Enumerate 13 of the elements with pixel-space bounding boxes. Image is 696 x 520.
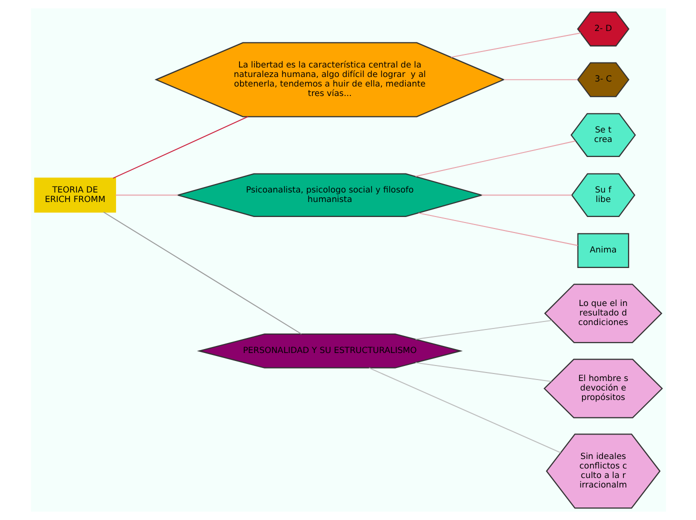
- connector: [450, 32, 581, 58]
- connector: [418, 212, 578, 246]
- connector: [414, 362, 552, 382]
- connector: [114, 194, 178, 196]
- connector: [102, 212, 302, 334]
- connector: [502, 79, 578, 80]
- connector: [414, 320, 552, 340]
- connector: [368, 367, 561, 454]
- node-box: TEORIA DE ERICH FROMM: [34, 178, 116, 213]
- connector: [414, 140, 576, 177]
- connector: [112, 116, 248, 179]
- connector: [480, 194, 572, 196]
- node-box: Anima: [576, 233, 629, 268]
